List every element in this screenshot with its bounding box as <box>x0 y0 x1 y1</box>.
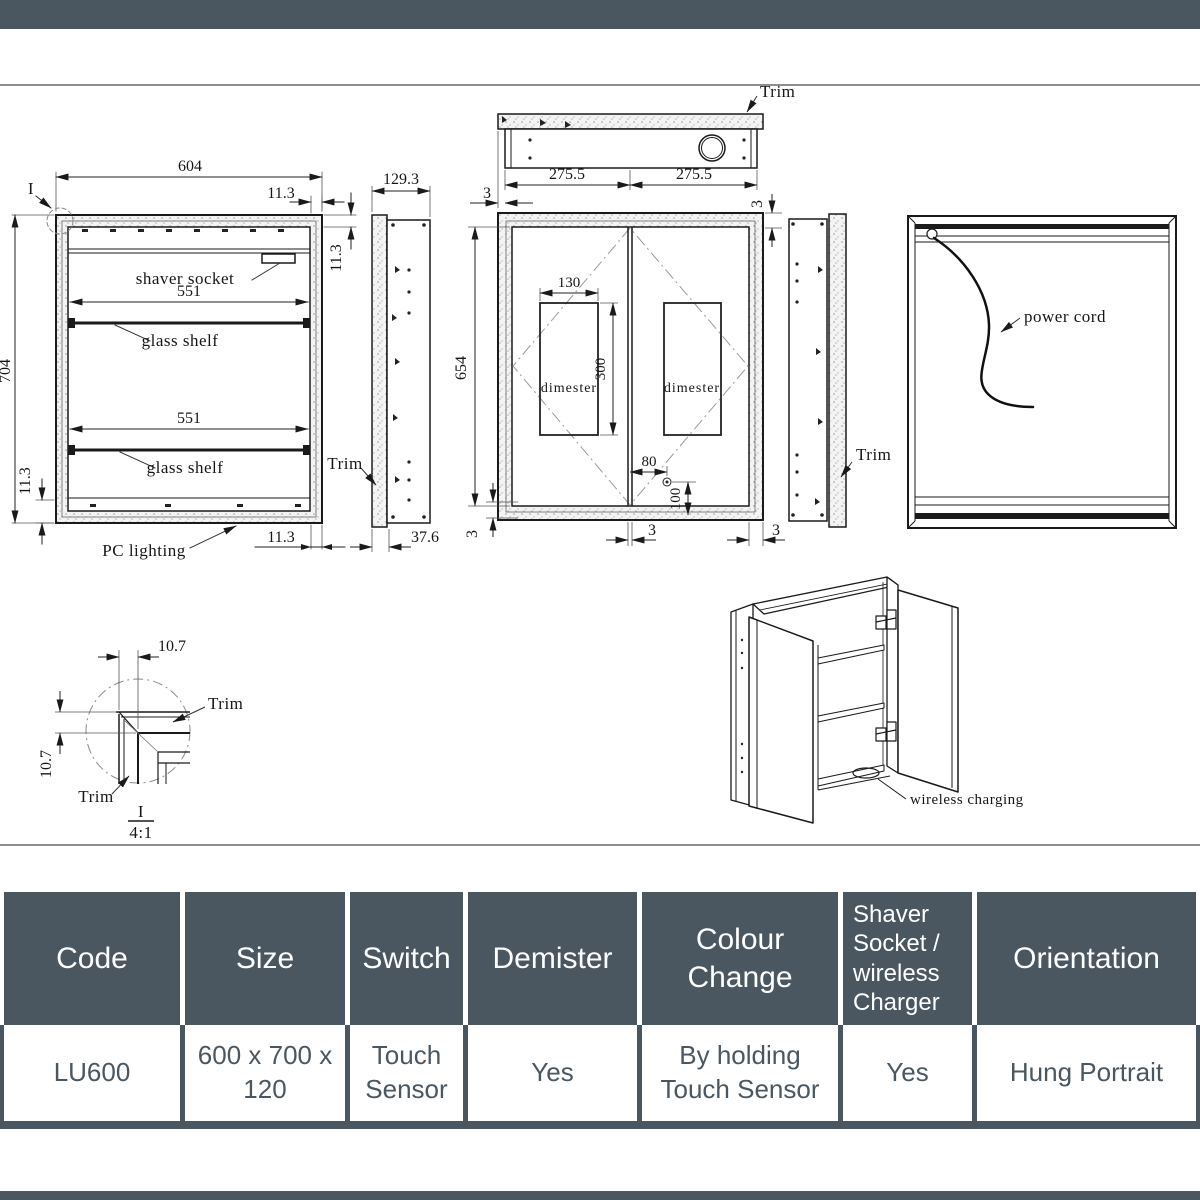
glass-shelf-top-label: glass shelf <box>142 331 219 350</box>
header-orientation: Orientation <box>977 892 1196 1025</box>
lower-divider <box>0 844 1200 846</box>
shelf-width-top: 551 <box>177 283 201 300</box>
wireless-charging-label: wireless charging <box>910 792 1024 808</box>
side-view-left: 129.3 37.6 Trim <box>327 171 439 552</box>
header-size: Size <box>185 892 345 1025</box>
header-code: Code <box>4 892 180 1025</box>
hinge-top <box>875 609 897 630</box>
front-height-dim: 704 <box>0 359 14 383</box>
value-size: 600 x 700 x 120 <box>185 1025 345 1121</box>
header-demister: Demister <box>468 892 637 1025</box>
isometric-view: wireless charging <box>730 576 1024 824</box>
door-gap-left-dim: 3 <box>464 530 481 538</box>
power-cord-line <box>932 236 1035 409</box>
detail-scale: 4:1 <box>129 823 152 842</box>
value-orientation: Hung Portrait <box>977 1025 1196 1121</box>
door-height-dim: 654 <box>453 356 470 380</box>
top-trim-label: Trim <box>760 82 795 101</box>
door-view: dimester dimester 130 300 654 80 <box>453 212 785 546</box>
shelf-width-bottom: 551 <box>177 410 201 427</box>
header-switch: Switch <box>350 892 463 1025</box>
demister-right-label: dimester <box>664 381 720 396</box>
side-door-depth-dim: 37.6 <box>411 529 439 546</box>
detail-trim-lower-label: Trim <box>78 787 113 806</box>
side-trim-label: Trim <box>327 454 362 473</box>
hinge-bottom <box>875 721 897 742</box>
front-trim-bottomright-dim: 11.3 <box>267 529 294 546</box>
spec-table-value-row: LU600 600 x 700 x 120 Touch Sensor Yes B… <box>0 1025 1200 1129</box>
upper-divider <box>0 84 1200 86</box>
side-right-trim-label: Trim <box>856 445 891 464</box>
socket-y-dim: 100 <box>668 488 684 511</box>
front-trim-right-dim: 11.3 <box>328 244 345 271</box>
side-view-right: Trim <box>788 213 891 528</box>
header-shaver-socket: Shaver Socket / wireless Charger <box>843 892 972 1025</box>
door-gap-right-dim: 3 <box>772 522 780 539</box>
front-trim-bottomleft-dim: 11.3 <box>17 467 34 494</box>
spec-table: Code Size Switch Demister Colour Change … <box>0 892 1200 1129</box>
value-shaver-socket: Yes <box>843 1025 972 1121</box>
wireless-pad <box>852 767 880 779</box>
detail-view: 10.7 10.7 Trim Trim I 4:1 <box>38 638 243 842</box>
top-gap-left-dim: 3 <box>483 185 491 202</box>
demister-height-dim: 300 <box>593 358 609 381</box>
top-gap-right-dim: 3 <box>749 200 766 208</box>
detail-ref: I <box>138 802 144 821</box>
front-view: shaver socket 551 glass shelf 551 glass … <box>0 158 357 560</box>
demister-width-dim: 130 <box>558 275 581 291</box>
header-colour-change: Colour Change <box>642 892 838 1025</box>
spec-table-header-row: Code Size Switch Demister Colour Change … <box>0 892 1200 1025</box>
value-switch: Touch Sensor <box>350 1025 463 1121</box>
value-demister: Yes <box>468 1025 637 1121</box>
glass-shelf-bottom-label: glass shelf <box>147 458 224 477</box>
side-depth-dim: 129.3 <box>383 171 419 188</box>
top-half-right-dim: 275.5 <box>676 166 712 183</box>
back-view: power cord <box>907 215 1177 529</box>
bottom-bar <box>0 1191 1200 1200</box>
front-trim-top-dim: 11.3 <box>267 185 294 202</box>
value-colour-change: By holding Touch Sensor <box>642 1025 838 1121</box>
door-gap-center-dim: 3 <box>648 522 656 539</box>
top-view: Trim 275.5 275.5 3 3 <box>470 82 795 247</box>
shaver-socket-label: shaver socket <box>136 269 235 288</box>
value-code: LU600 <box>4 1025 180 1121</box>
power-cord-label: power cord <box>1024 307 1106 326</box>
detail-height-dim: 10.7 <box>38 750 55 778</box>
detail-width-dim: 10.7 <box>158 638 186 655</box>
socket-x-dim: 80 <box>642 454 657 470</box>
pc-lighting-label: PC lighting <box>102 541 185 560</box>
top-half-left-dim: 275.5 <box>549 166 585 183</box>
cord-grommet <box>926 228 938 240</box>
front-detail-ref: I <box>28 179 34 198</box>
detail-trim-upper-label: Trim <box>208 694 243 713</box>
shaver-socket-symbol <box>261 253 296 264</box>
demister-left-label: dimester <box>541 381 597 396</box>
front-width-dim: 604 <box>178 158 202 175</box>
top-bar <box>0 0 1200 29</box>
